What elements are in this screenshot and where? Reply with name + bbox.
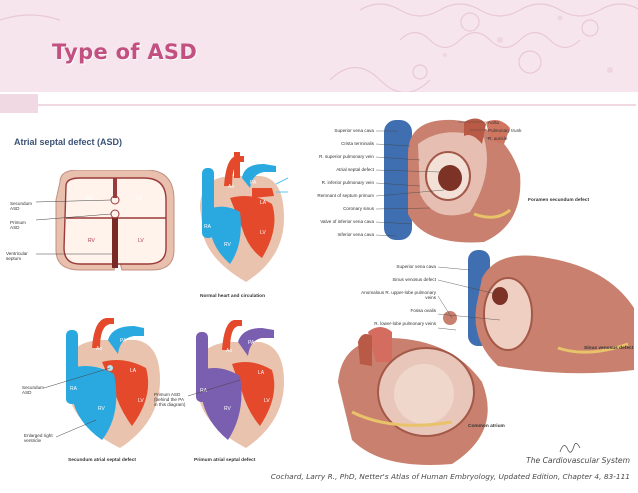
label-atrial-septal-defect: Atrial septal defect — [336, 167, 374, 172]
label-inferior-vena-cava: Inferior vena cava — [337, 232, 374, 237]
footer-citation: Cochard, Larry R., PhD, Netter's Atlas o… — [270, 472, 630, 481]
common-atrium-heart — [338, 327, 488, 465]
svg-text:LV: LV — [264, 398, 270, 404]
svg-text:LA: LA — [136, 196, 143, 202]
label-sinus-superior-vena-cava: Superior vena cava — [396, 264, 436, 269]
caption-sinus-venosus: Sinus venosus defect — [584, 346, 634, 351]
common-atrium-illustration — [332, 322, 502, 472]
svg-text:RV: RV — [224, 242, 232, 248]
label-lower-lobe-pulmonary-veins: R. lower-lobe pulmonary veins — [374, 321, 436, 326]
label-secundum-asd-2: Secundum ASD — [22, 385, 44, 395]
label-anomalous-pulmonary-veins: Anomalous R. upper-lobe pulmonary veins — [361, 290, 436, 300]
svg-text:PA: PA — [250, 180, 257, 186]
caption-common-atrium: Common atrium — [468, 424, 505, 429]
label-primum-asd: Primum ASD — [10, 220, 26, 230]
svg-text:LV: LV — [260, 230, 266, 236]
label-primum-asd-note: Primum ASD (behind the PA in this diagra… — [154, 392, 186, 407]
label-r-superior-pulmonary-vein: R. superior pulmonary vein — [319, 154, 374, 159]
sinus-venosus-illustration — [438, 248, 638, 378]
label-r-inferior-pulmonary-vein: R. inferior pulmonary vein — [321, 180, 374, 185]
label-coronary-sinus: Coronary sinus — [343, 206, 374, 211]
svg-text:RA: RA — [204, 224, 212, 230]
svg-text:RV: RV — [88, 238, 96, 244]
label-valve-inferior-vena-cava: Valve of inferior vena cava — [320, 219, 374, 224]
label-fossa-ovalis: Fossa ovalis — [410, 308, 436, 313]
label-sinus-venosus-defect: Sinus venosus defect — [392, 277, 436, 282]
foramen-secundum-illustration — [374, 114, 524, 246]
label-crista-terminalis: Crista terminalis — [341, 141, 374, 146]
caption-foramen-secundum: Foramen secundum defect — [528, 198, 590, 203]
schematic-diagram: RA LA RV LV — [14, 169, 184, 282]
caption-normal-heart: Normal heart and circulation — [200, 294, 266, 299]
label-r-auricle: R. auricle — [488, 136, 508, 141]
svg-text:LA: LA — [258, 370, 265, 376]
leader-lines-secundum — [43, 367, 111, 438]
svg-text:RA: RA — [86, 196, 94, 202]
slide-header: Type of ASD — [0, 0, 638, 92]
svg-text:PA: PA — [248, 340, 255, 346]
schematic-heart-illustration: RA LA RV LV — [35, 169, 175, 271]
label-superior-vena-cava: Superior vena cava — [334, 128, 374, 133]
foramen-secundum-heart — [384, 118, 521, 243]
svg-text:LA: LA — [130, 368, 137, 374]
normal-heart-illustration: Ao PA LA RA LV RV — [200, 152, 289, 282]
label-enlarged-right-ventricle: Enlarged right ventricle — [24, 433, 53, 443]
svg-text:RA: RA — [70, 386, 78, 392]
svg-text:Ao: Ao — [226, 348, 232, 354]
svg-text:RV: RV — [98, 406, 106, 412]
normal-heart-diagram: Ao PA LA RA LV RV — [190, 148, 290, 288]
slide-title: Type of ASD — [52, 40, 198, 64]
secundum-asd-diagram: Ao PA LA RA LV RV — [58, 310, 168, 450]
primum-asd-illustration: Ao PA LA RA LV RV — [196, 320, 284, 448]
svg-text:Ao: Ao — [96, 346, 102, 352]
label-remnant-septum-primum: Remnant of septum primum — [317, 193, 374, 198]
signature-mark — [559, 443, 581, 453]
label-aorta: Aorta — [488, 120, 499, 125]
figure-title: Atrial septal defect (ASD) — [14, 137, 123, 147]
header-flourish-pattern — [0, 3, 638, 92]
svg-text:RV: RV — [224, 406, 232, 412]
caption-secundum-asd: Secundum atrial septal defect — [68, 458, 136, 463]
svg-text:LV: LV — [138, 238, 144, 244]
sinus-labels: Superior vena cava Sinus venosus defect … — [352, 264, 436, 326]
primum-asd-diagram: Ao PA LA RA LV RV — [188, 312, 288, 452]
secundum-asd-illustration: Ao PA LA RA LV RV — [66, 318, 160, 448]
caption-primum-asd: Primum atrial septal defect — [194, 458, 256, 463]
svg-text:LV: LV — [138, 398, 144, 404]
sinus-venosus-heart — [443, 250, 634, 374]
rule-accent-block — [0, 94, 38, 113]
footer-series: The Cardiovascular System — [526, 456, 630, 465]
label-secundum-asd: Secundum ASD — [10, 201, 32, 211]
foramen-left-labels: Superior vena cava Crista terminalis R. … — [290, 128, 374, 237]
label-ventricular-septum: Ventricular septum — [6, 251, 28, 261]
label-pulmonary-trunk: Pulmonary trunk — [488, 128, 522, 133]
leader-line-primum — [187, 379, 241, 397]
svg-text:Ao: Ao — [228, 184, 234, 190]
svg-text:PA: PA — [120, 338, 127, 344]
svg-text:LA: LA — [260, 200, 267, 206]
rule-line — [38, 104, 636, 106]
